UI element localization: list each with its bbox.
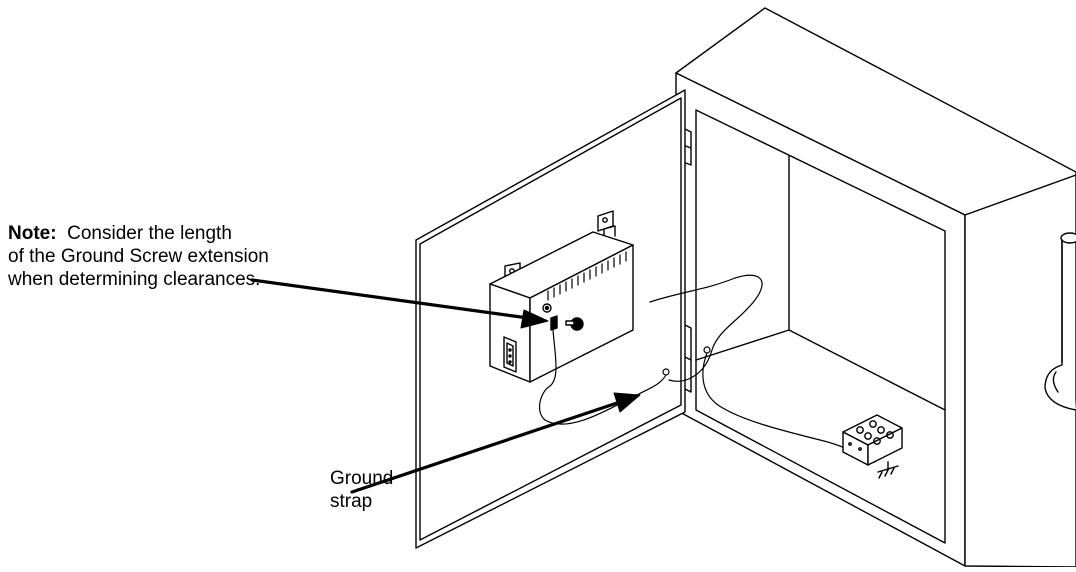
note-line-1: Consider the length xyxy=(67,223,232,244)
ground-arrow-line xyxy=(350,400,622,494)
ground-strap-line-2: strap xyxy=(330,491,373,512)
note-arrow-line xyxy=(250,278,530,320)
note-callout: Note: Consider the length of the Ground … xyxy=(8,222,378,291)
note-heading: Note: xyxy=(8,223,57,244)
controller-module xyxy=(489,210,634,383)
note-line-3: when determining clearances. xyxy=(8,269,261,290)
ground-terminal-block xyxy=(842,414,903,479)
enclosure-box xyxy=(675,7,1076,568)
ground-strap-line-1: Ground xyxy=(330,468,394,489)
conduit-pipe xyxy=(1044,232,1076,411)
note-line-2: of the Ground Screw extension xyxy=(8,246,269,267)
callout-arrows xyxy=(250,278,641,494)
ground-strap-callout: Ground strap xyxy=(330,467,393,513)
